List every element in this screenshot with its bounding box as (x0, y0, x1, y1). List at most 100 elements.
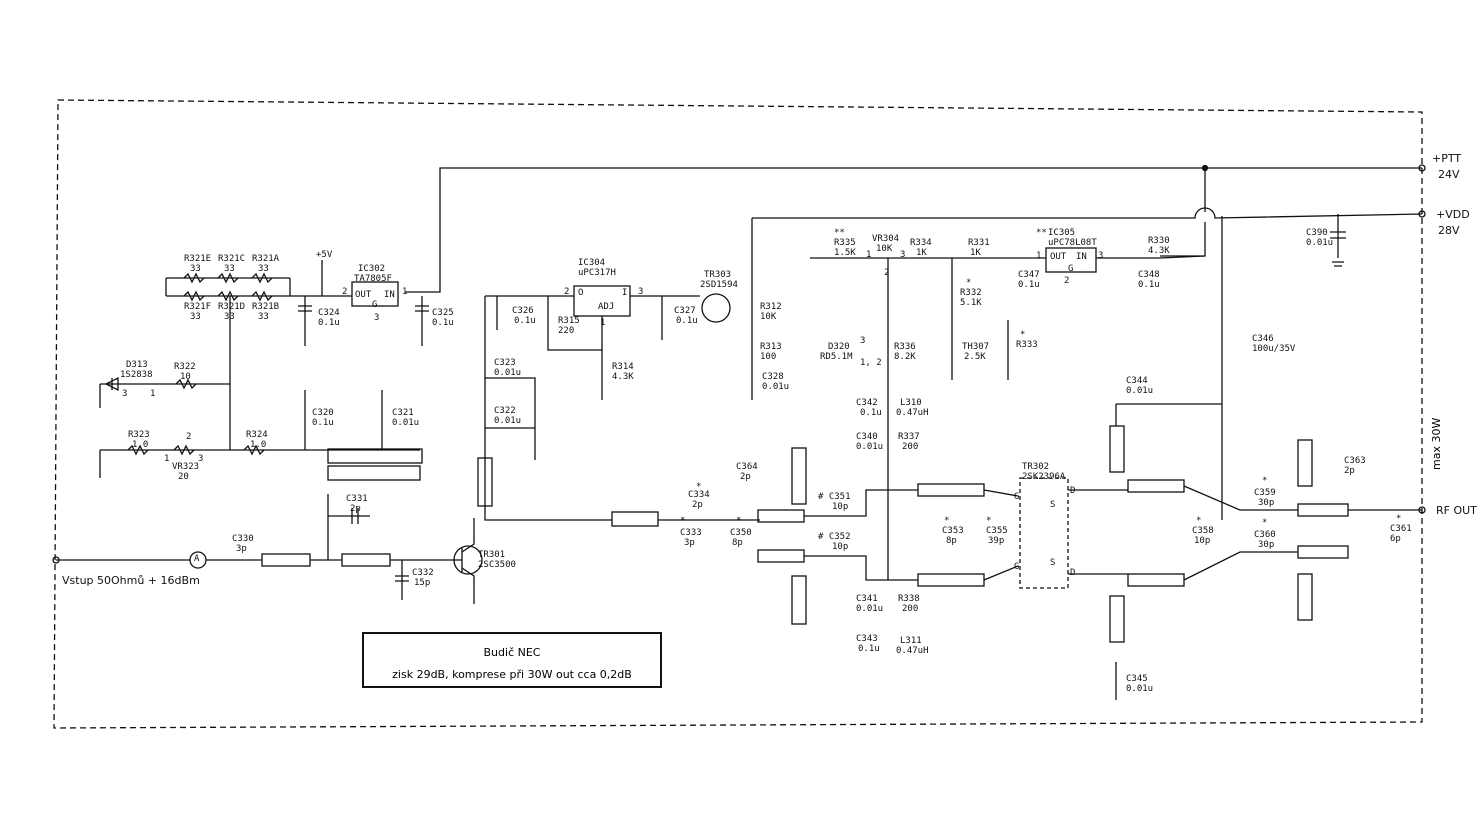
label-r321d-v: 33 (224, 312, 235, 322)
label-r338-v: 200 (902, 604, 919, 614)
label-vr323-p2: 2 (186, 432, 192, 442)
label-vr323-p3: 3 (198, 454, 204, 464)
label-ic305: IC305 (1048, 228, 1076, 238)
label-c343: C343 (856, 634, 878, 644)
label-c351: # C351 (818, 492, 851, 502)
label-c355-v: 39p (988, 536, 1005, 546)
label-r331-v: 1K (970, 248, 981, 258)
label-c353: C353 (942, 526, 964, 536)
label-c333-v: 3p (684, 538, 695, 548)
label-r336: R336 (894, 342, 916, 352)
label-c350-star: * (736, 516, 742, 526)
label-c363-v: 2p (1344, 466, 1355, 476)
label-c334-v: 2p (692, 500, 703, 510)
label-c358: C358 (1192, 526, 1214, 536)
label-r324-v: 1.0 (250, 440, 267, 450)
label-r337-v: 200 (902, 442, 919, 452)
label-c342: C342 (856, 398, 878, 408)
label-ic302-g: G (372, 300, 378, 310)
label-c358-v: 10p (1194, 536, 1211, 546)
label-ic302-v: TA7805F (354, 274, 392, 284)
ic302-body (351, 281, 399, 307)
label-vr323-v: 20 (178, 472, 189, 482)
label-c321-v: 0.01u (392, 418, 420, 428)
label-c344-v: 0.01u (1126, 386, 1154, 396)
label-c323-v: 0.01u (494, 368, 522, 378)
label-c347: C347 (1018, 270, 1040, 280)
ptt-label: +PTT (1432, 152, 1462, 165)
label-ic305-p3: 3 (1098, 251, 1104, 261)
label-c341-v: 0.01u (856, 604, 884, 614)
label-plus5v: +5V (316, 250, 333, 260)
label-d313-p3: 3 (122, 389, 128, 399)
label-r321c: R321C (218, 254, 246, 264)
label-ic302-p3: 3 (374, 313, 380, 323)
label-r332: R332 (960, 288, 982, 298)
label-r322: R322 (174, 362, 196, 372)
label-r315-v: 220 (558, 326, 575, 336)
label-c327-v: 0.1u (676, 316, 698, 326)
label-c358-star: * (1196, 516, 1202, 526)
label-ic305-out: OUT (1050, 252, 1067, 262)
label-r330: R330 (1148, 236, 1170, 246)
label-c363: C363 (1344, 456, 1366, 466)
label-ic304-o: O (578, 288, 584, 298)
label-c340-v: 0.01u (856, 442, 884, 452)
label-ic304-p2: 2 (564, 287, 570, 297)
label-c320-v: 0.1u (312, 418, 334, 428)
label-ic302-p2: 2 (342, 287, 348, 297)
label-c390: C390 (1306, 228, 1328, 238)
label-r335: R335 (834, 238, 856, 248)
label-r337: R337 (898, 432, 920, 442)
label-d313-p1: 1 (150, 389, 156, 399)
label-r313-v: 100 (760, 352, 777, 362)
label-tr302-s1: S (1050, 500, 1056, 510)
label-r330-v: 4.3K (1148, 246, 1170, 256)
label-ic305-in: IN (1076, 252, 1087, 262)
label-c324: C324 (318, 308, 340, 318)
label-c352: # C352 (818, 532, 851, 542)
label-c327: C327 (674, 306, 696, 316)
label-c328: C328 (762, 372, 784, 382)
label-c332: C332 (412, 568, 434, 578)
label-vr304-p2: 2 (884, 268, 890, 278)
label-r324: R324 (246, 430, 268, 440)
input-label: Vstup 50Ohmů + 16dBm (62, 574, 200, 587)
label-c359-star: * (1262, 476, 1268, 486)
label-tr303-v: 2SD1594 (700, 280, 738, 290)
label-th307: TH307 (962, 342, 990, 352)
label-r335-v: 1.5K (834, 248, 856, 258)
label-l311: L311 (900, 636, 922, 646)
label-ic305-g: G (1068, 264, 1074, 274)
label-c352-v: 10p (832, 542, 849, 552)
label-c364-v: 2p (740, 472, 751, 482)
board-outline (53, 99, 1423, 729)
info-description: zisk 29dB, komprese při 30W out cca 0,2d… (392, 668, 632, 681)
label-l311-v: 0.47uH (896, 646, 929, 656)
label-ic305-p1: 1 (1036, 251, 1042, 261)
label-tr301-v: 2SC3500 (478, 560, 516, 570)
label-c325-v: 0.1u (432, 318, 454, 328)
label-c330: C330 (232, 534, 254, 544)
label-vr304: VR304 (872, 234, 900, 244)
vdd-rail (752, 207, 1423, 219)
label-tr303: TR303 (704, 270, 732, 280)
label-tr301: TR301 (478, 550, 506, 560)
label-r334-v: 1K (916, 248, 927, 258)
label-tr302-g2: G (1014, 562, 1020, 572)
vdd-voltage-label: 28V (1438, 224, 1460, 237)
label-r335-star: ** (834, 228, 845, 238)
label-r333: R333 (1016, 340, 1038, 350)
label-tr302-d2: D (1070, 568, 1076, 578)
label-r323-v: 1.0 (132, 440, 149, 450)
ptt-rail (405, 167, 1422, 293)
label-r338: R338 (898, 594, 920, 604)
ic305-body (1045, 247, 1097, 273)
label-ic304-adj: ADJ (598, 302, 615, 312)
label-c334: C334 (688, 490, 710, 500)
label-c348-v: 0.1u (1138, 280, 1160, 290)
label-c340: C340 (856, 432, 878, 442)
label-ic302-in: IN (384, 290, 395, 300)
tr303-symbol (701, 293, 731, 323)
max-power-label: max 30W (1430, 417, 1443, 470)
